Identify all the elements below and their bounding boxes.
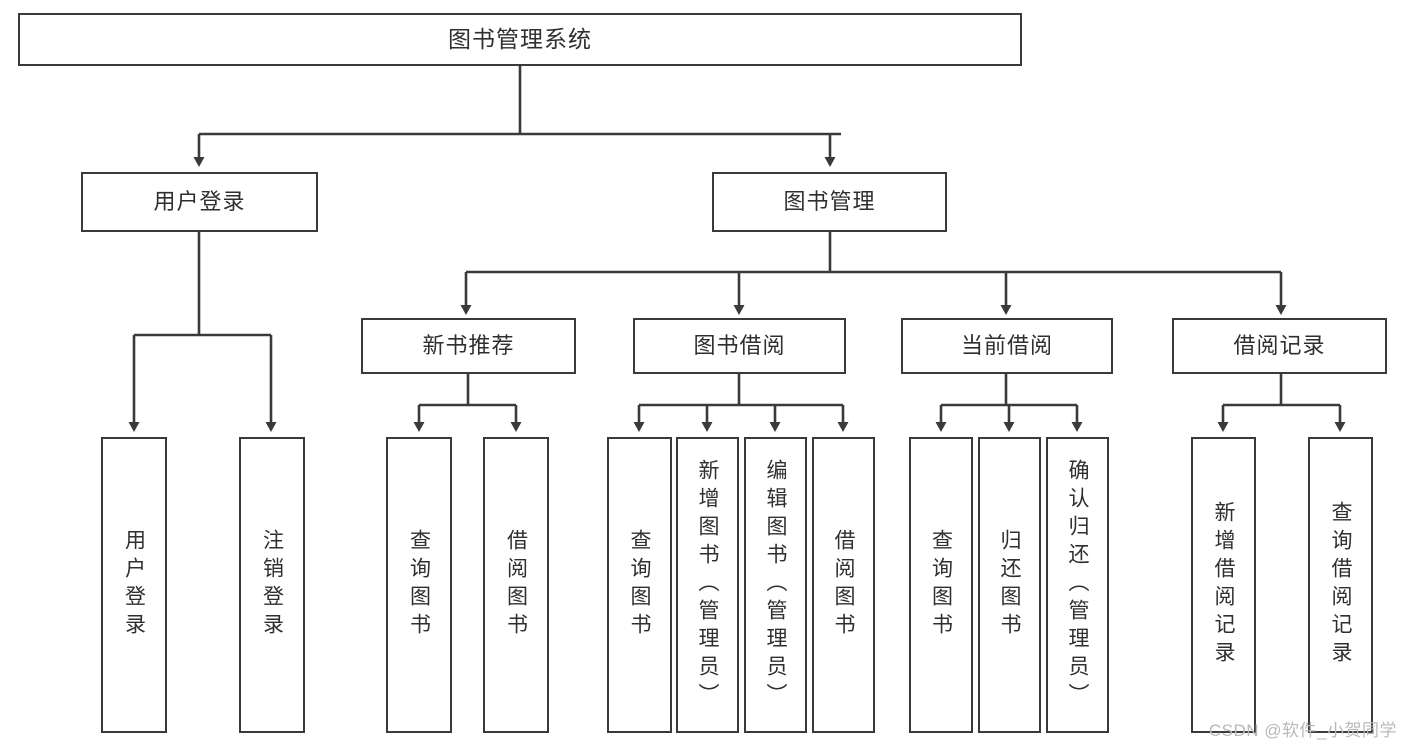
leaf-borrow-book-new-rec[interactable]: 借阅图书: [483, 437, 549, 733]
node-label: 图书借阅: [693, 333, 786, 358]
csdn-watermark: CSDN @软件_小贺同学: [1208, 721, 1397, 740]
node-label: 用户登录: [153, 189, 246, 214]
node-book-borrowing[interactable]: 图书借阅: [633, 318, 846, 374]
node-label: 查询图书: [407, 529, 431, 641]
leaf-borrow-book-borrowing[interactable]: 借阅图书: [812, 437, 875, 733]
node-label: 借阅记录: [1233, 333, 1326, 358]
leaf-user-login[interactable]: 用户登录: [101, 437, 167, 733]
leaf-query-book-borrowing[interactable]: 查询图书: [607, 437, 672, 733]
leaf-query-book-current[interactable]: 查询图书: [909, 437, 973, 733]
node-current-borrowing[interactable]: 当前借阅: [901, 318, 1113, 374]
leaf-confirm-return-admin[interactable]: 确认归还（管理员）: [1046, 437, 1109, 733]
node-label: 查询图书: [628, 529, 651, 641]
leaf-query-borrow-record[interactable]: 查询借阅记录: [1308, 437, 1373, 733]
node-label: 借阅图书: [832, 529, 855, 641]
node-borrow-records[interactable]: 借阅记录: [1172, 318, 1387, 374]
node-label: 新书推荐: [422, 333, 515, 358]
node-label: 确认归还（管理员）: [1066, 459, 1089, 711]
node-book-management[interactable]: 图书管理: [712, 172, 947, 232]
node-root-book-management-system[interactable]: 图书管理系统: [18, 13, 1022, 66]
leaf-return-book[interactable]: 归还图书: [978, 437, 1041, 733]
node-user-login[interactable]: 用户登录: [81, 172, 318, 232]
node-label: 查询图书: [929, 529, 953, 641]
node-label: 当前借阅: [960, 333, 1053, 358]
node-label: 查询借阅记录: [1329, 501, 1352, 669]
node-label: 注销登录: [260, 529, 284, 641]
leaf-logout[interactable]: 注销登录: [239, 437, 305, 733]
node-label: 新增借阅记录: [1212, 501, 1235, 669]
node-label: 新增图书（管理员）: [696, 459, 719, 711]
leaf-add-borrow-record[interactable]: 新增借阅记录: [1191, 437, 1256, 733]
leaf-add-book-admin[interactable]: 新增图书（管理员）: [676, 437, 739, 733]
node-new-book-recommendation[interactable]: 新书推荐: [361, 318, 576, 374]
node-label: 用户登录: [122, 529, 146, 641]
node-label: 图书管理: [783, 189, 876, 214]
leaf-edit-book-admin[interactable]: 编辑图书（管理员）: [744, 437, 807, 733]
node-label: 图书管理系统: [448, 26, 592, 52]
node-label: 借阅图书: [504, 529, 528, 641]
node-label: 编辑图书（管理员）: [764, 459, 787, 711]
leaf-query-book-new-rec[interactable]: 查询图书: [386, 437, 452, 733]
node-label: 归还图书: [998, 529, 1021, 641]
